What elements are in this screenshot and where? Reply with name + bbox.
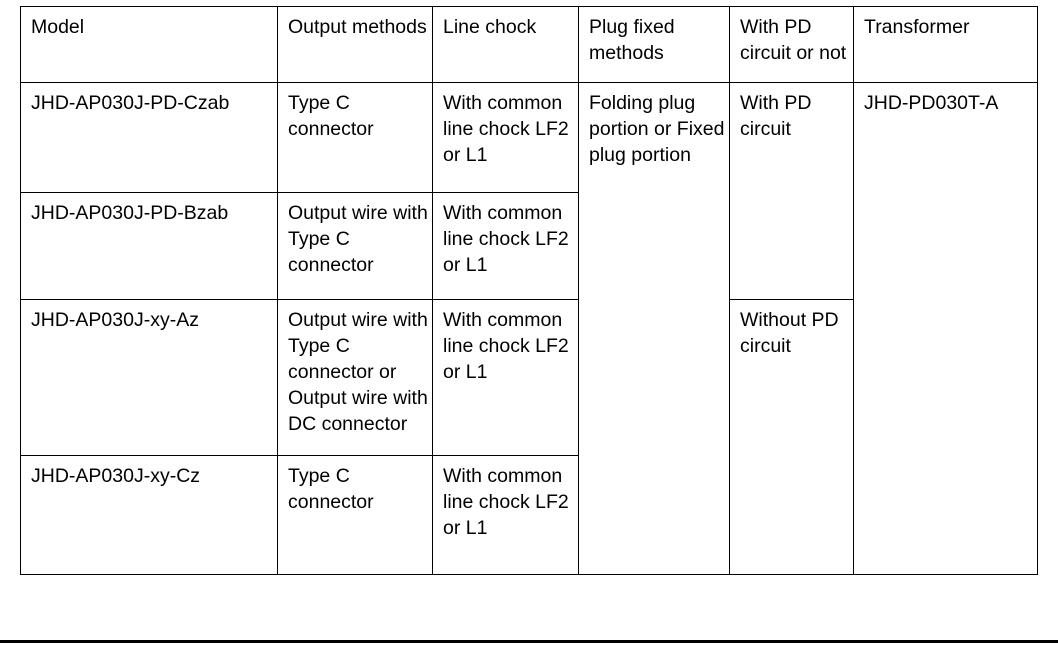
- cell-line-chock: With common line chock LF2 or L1: [432, 299, 579, 456]
- table-header-row: Model Output methods Line chock Plug fix…: [20, 6, 1038, 83]
- cell-model: JHD-AP030J-PD-Czab: [20, 82, 278, 193]
- cell-transformer: JHD-PD030T-A: [853, 82, 1038, 575]
- cell-line-chock: With common line chock LF2 or L1: [432, 82, 579, 193]
- table-row: JHD-AP030J-PD-Czab Type C connector With…: [20, 82, 1038, 575]
- table-body: JHD-AP030J-PD-Czab Type C connector With…: [20, 82, 1038, 575]
- column-header-transformer: Transformer: [853, 6, 1038, 83]
- table-header: Model Output methods Line chock Plug fix…: [20, 6, 1038, 83]
- cell-line-chock: With common line chock LF2 or L1: [432, 455, 579, 575]
- table-row: JHD-AP030J-PD-Bzab Output wire with Type…: [20, 192, 1038, 300]
- cell-plug-fixed-methods: Folding plug portion or Fixed plug porti…: [578, 82, 730, 575]
- cell-output-methods: Output wire with Type C connector or Out…: [277, 299, 433, 456]
- page-bottom-rule: [0, 640, 1058, 643]
- cell-with-pd-circuit: With PD circuit: [729, 82, 854, 300]
- cell-without-pd-circuit: Without PD circuit: [729, 299, 854, 575]
- table-row: JHD-AP030J-xy-Cz Type C connector With c…: [20, 455, 1038, 575]
- table-row: JHD-AP030J-xy-Az Output wire with Type C…: [20, 299, 1038, 575]
- column-header-model: Model: [20, 6, 278, 83]
- cell-output-methods: Type C connector: [277, 82, 433, 193]
- product-model-specification-table: Model Output methods Line chock Plug fix…: [20, 6, 1038, 575]
- cell-line-chock: With common line chock LF2 or L1: [432, 192, 579, 300]
- column-header-output-methods: Output methods: [277, 6, 433, 83]
- cell-model: JHD-AP030J-xy-Az: [20, 299, 278, 456]
- column-header-with-pd-circuit-or-not: With PD circuit or not: [729, 6, 854, 83]
- cell-output-methods: Output wire with Type C connector: [277, 192, 433, 300]
- column-header-line-chock: Line chock: [432, 6, 579, 83]
- cell-output-methods: Type C connector: [277, 455, 433, 575]
- column-header-plug-fixed-methods: Plug fixed methods: [578, 6, 730, 83]
- cell-model: JHD-AP030J-xy-Cz: [20, 455, 278, 575]
- cell-model: JHD-AP030J-PD-Bzab: [20, 192, 278, 300]
